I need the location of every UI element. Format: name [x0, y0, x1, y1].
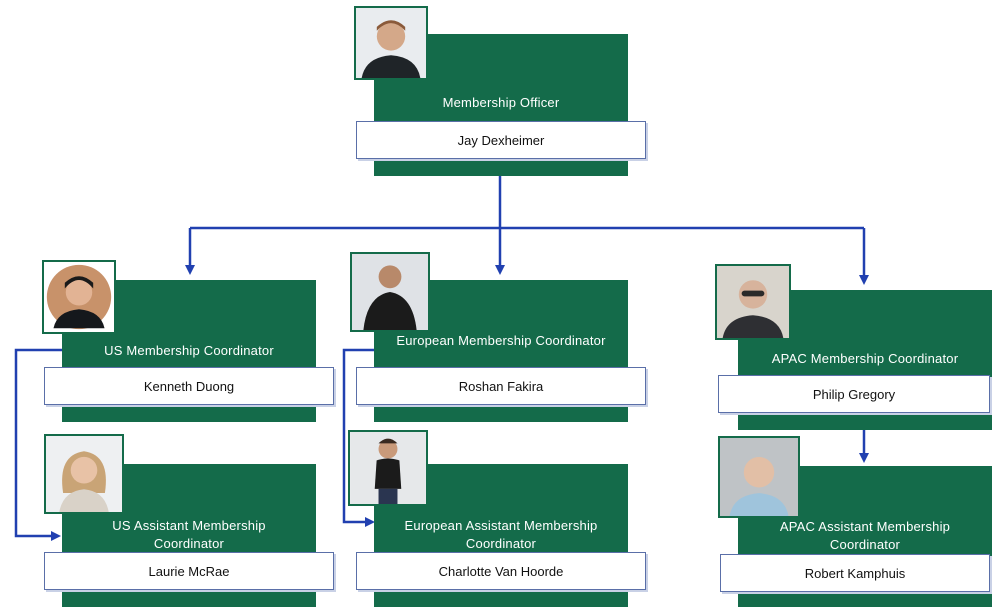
person-name: Laurie McRae	[44, 552, 334, 590]
role-title: US Membership Coordinator	[104, 343, 274, 358]
connector-us-to-assistant	[14, 348, 66, 541]
person-photo-icon	[44, 434, 124, 514]
role-title: APAC Assistant Membership Coordinator	[779, 519, 951, 552]
connector-eu-to-assistant	[342, 348, 376, 527]
person-name: Philip Gregory	[718, 375, 990, 413]
person-photo-icon	[42, 260, 116, 334]
role-title: APAC Membership Coordinator	[771, 351, 959, 366]
person-photo-icon	[350, 252, 430, 332]
person-photo-icon	[718, 436, 800, 518]
role-title: European Assistant Membership Coordinato…	[404, 518, 598, 551]
person-name: Jay Dexheimer	[356, 121, 646, 159]
person-name: Kenneth Duong	[44, 367, 334, 405]
role-title: European Membership Coordinator	[396, 333, 606, 348]
person-name: Roshan Fakira	[356, 367, 646, 405]
person-name: Robert Kamphuis	[720, 554, 990, 592]
person-name: Charlotte Van Hoorde	[356, 552, 646, 590]
person-photo-icon	[715, 264, 791, 340]
person-photo-icon	[348, 430, 428, 506]
person-photo-icon	[354, 6, 428, 80]
role-title: Membership Officer	[442, 95, 560, 110]
role-title: US Assistant Membership Coordinator	[112, 518, 266, 551]
